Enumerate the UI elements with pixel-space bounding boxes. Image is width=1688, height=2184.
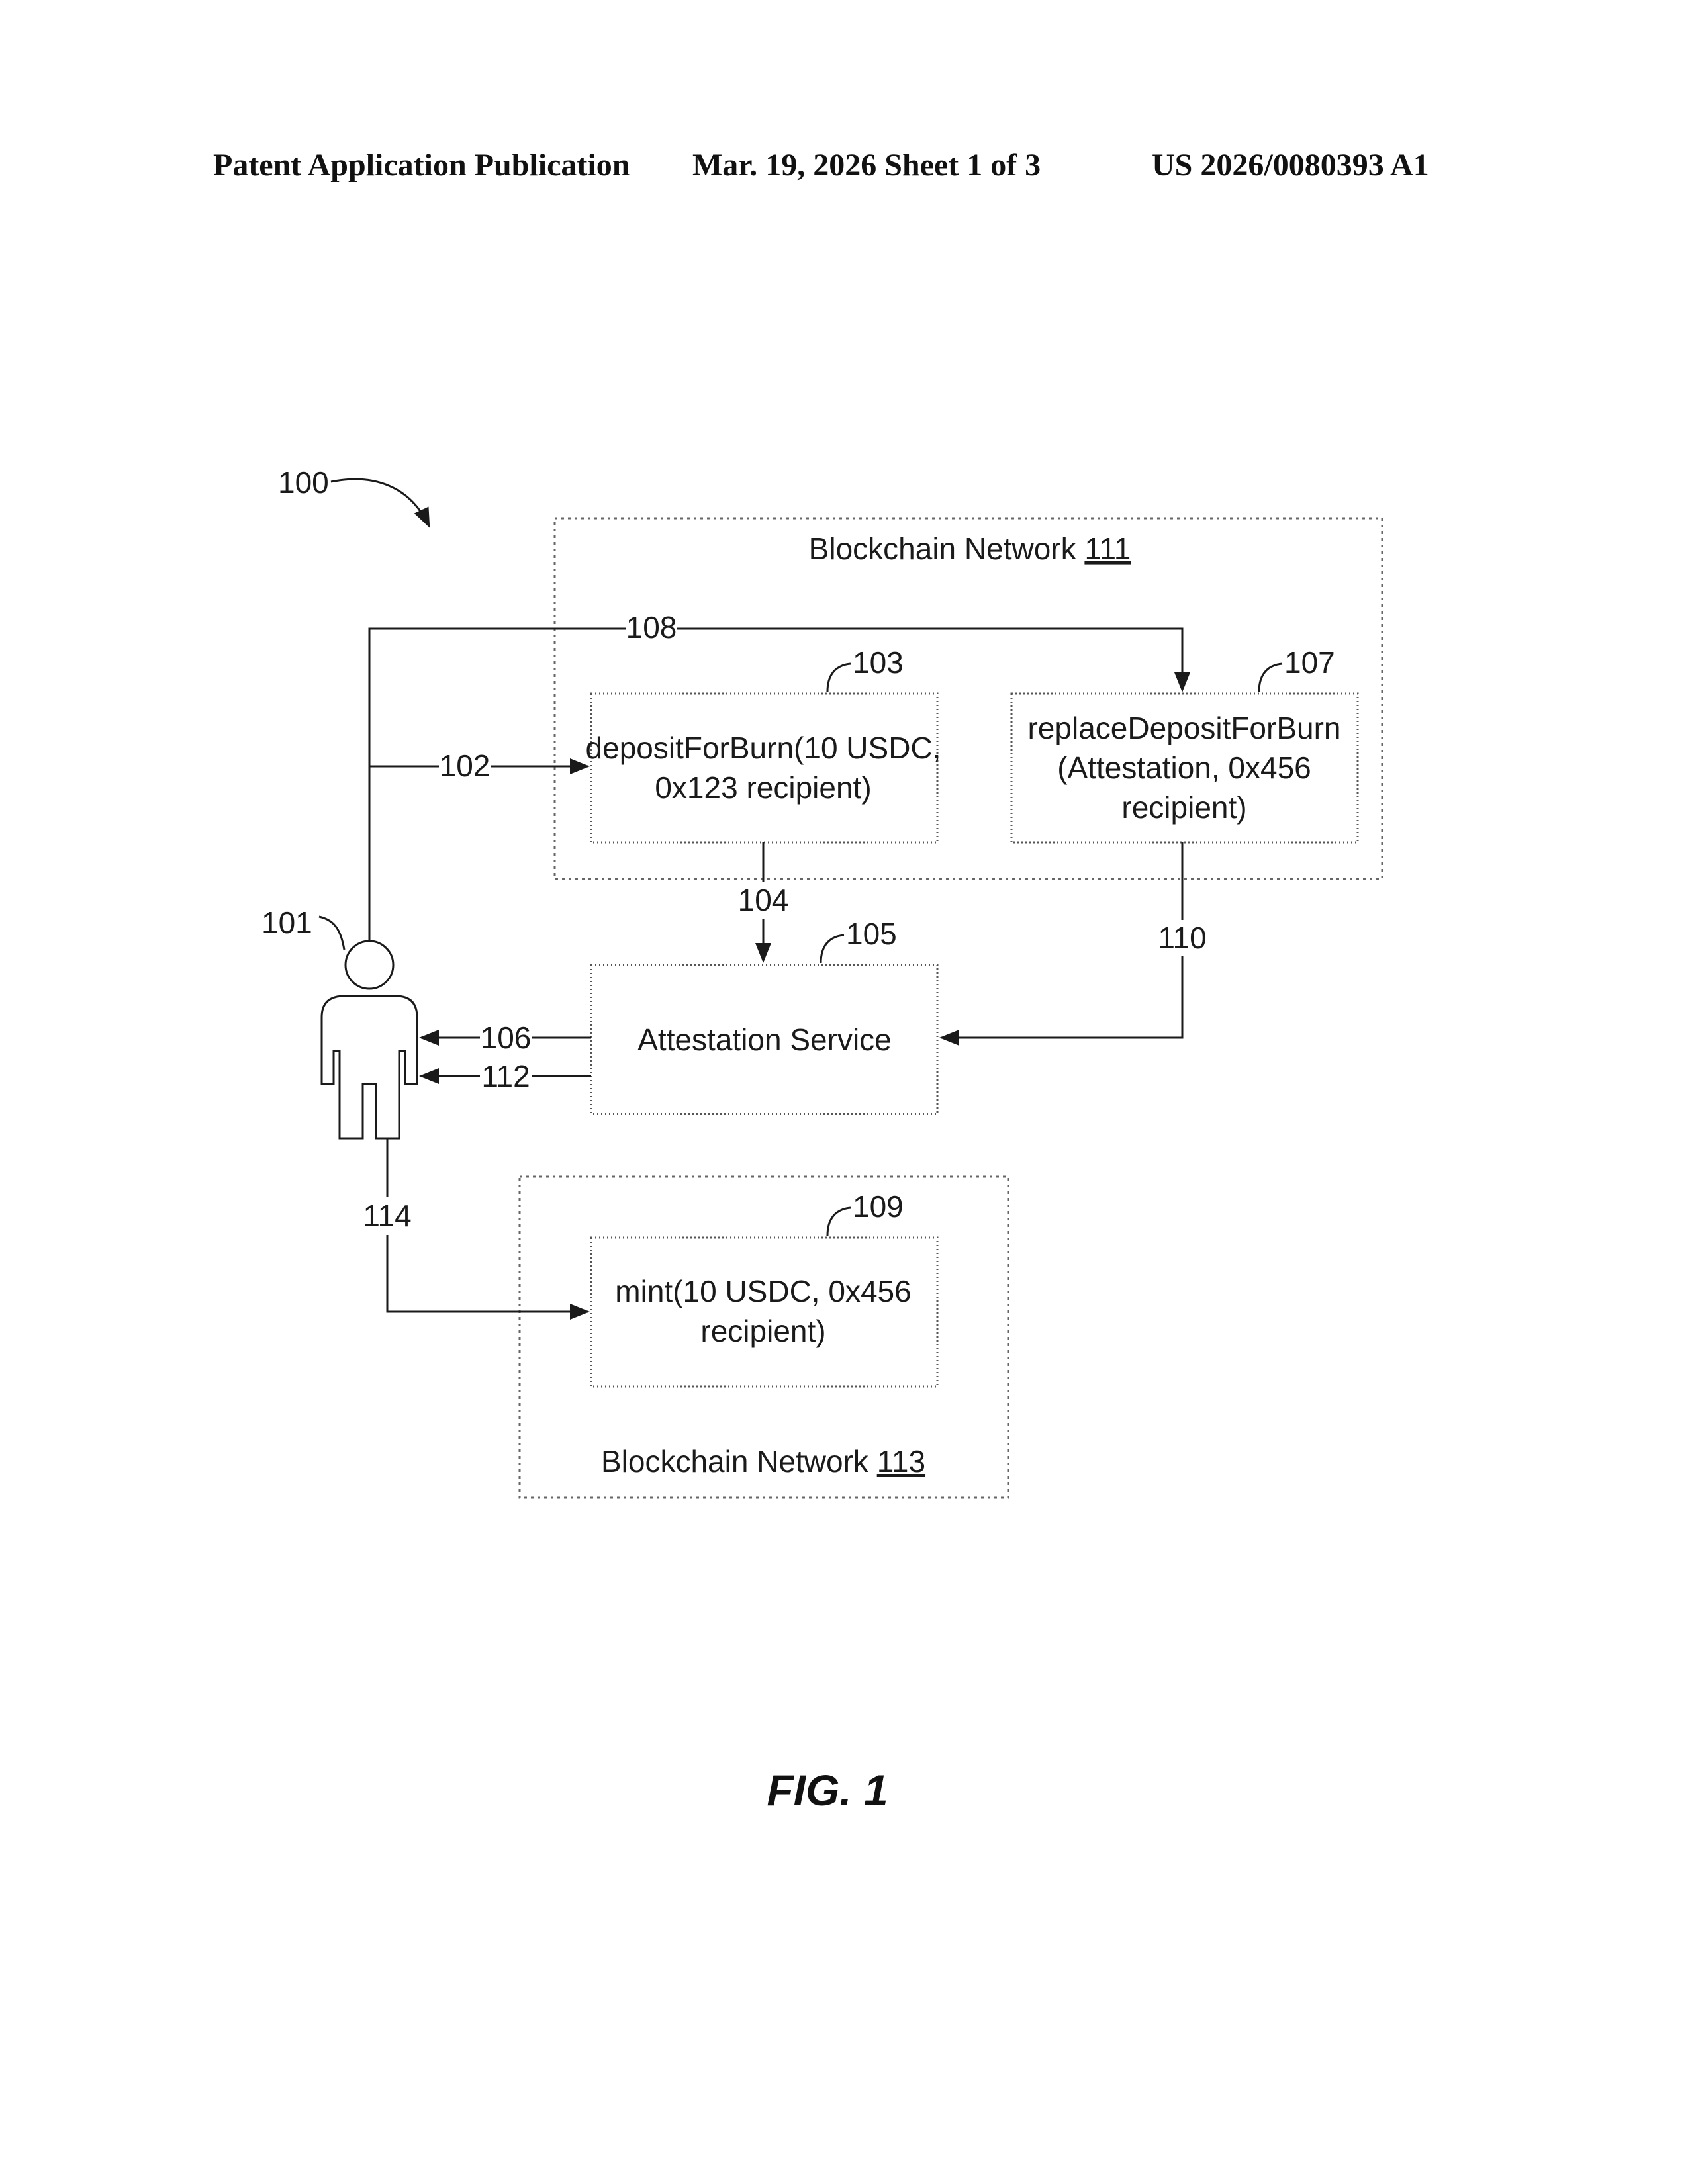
mint-line1: mint(10 USDC, 0x456 <box>615 1274 911 1308</box>
ref-100-label: 100 <box>278 465 329 500</box>
arrow-110-label: 110 <box>1158 921 1206 955</box>
ref-109-leader <box>827 1208 851 1236</box>
attestation-service-label: Attestation Service <box>637 1023 892 1057</box>
user-head-icon <box>346 941 393 989</box>
mint-line2: recipient) <box>700 1314 825 1348</box>
replace-deposit-line2: (Attestation, 0x456 <box>1057 751 1311 785</box>
ref-101-label: 101 <box>261 905 312 940</box>
ref-109-label: 109 <box>853 1189 904 1224</box>
arrow-108-label: 108 <box>626 610 677 645</box>
arrow-102-label: 102 <box>440 749 491 783</box>
blockchain-network-111-label: Blockchain Network 111 <box>809 531 1131 566</box>
deposit-for-burn-line1: depositForBurn(10 USDC, <box>586 731 941 765</box>
ref-103-leader <box>827 664 851 692</box>
deposit-for-burn-line2: 0x123 recipient) <box>655 770 871 805</box>
ref-100-arrow <box>331 479 429 526</box>
arrow-114 <box>387 1235 588 1312</box>
mint-box <box>591 1238 937 1387</box>
ref-105-label: 105 <box>846 917 897 951</box>
deposit-for-burn-box <box>591 694 937 842</box>
blockchain-network-111-box <box>555 518 1382 879</box>
ref-101-leader <box>319 917 344 950</box>
figure-caption: FIG. 1 <box>767 1766 888 1815</box>
blockchain-network-113-label: Blockchain Network 113 <box>601 1444 925 1479</box>
arrow-112-label: 112 <box>481 1059 530 1093</box>
ref-105-leader <box>821 935 844 963</box>
arrow-110 <box>941 956 1182 1038</box>
arrow-106-label: 106 <box>481 1021 532 1055</box>
ref-103-label: 103 <box>853 645 904 680</box>
replace-deposit-line3: recipient) <box>1121 790 1246 825</box>
ref-107-leader <box>1259 664 1282 692</box>
arrow-104-label: 104 <box>738 883 789 917</box>
ref-107-label: 107 <box>1284 645 1335 680</box>
replace-deposit-line1: replaceDepositForBurn <box>1027 711 1340 745</box>
arrow-114-label: 114 <box>363 1199 411 1233</box>
user-body-icon <box>322 996 417 1138</box>
